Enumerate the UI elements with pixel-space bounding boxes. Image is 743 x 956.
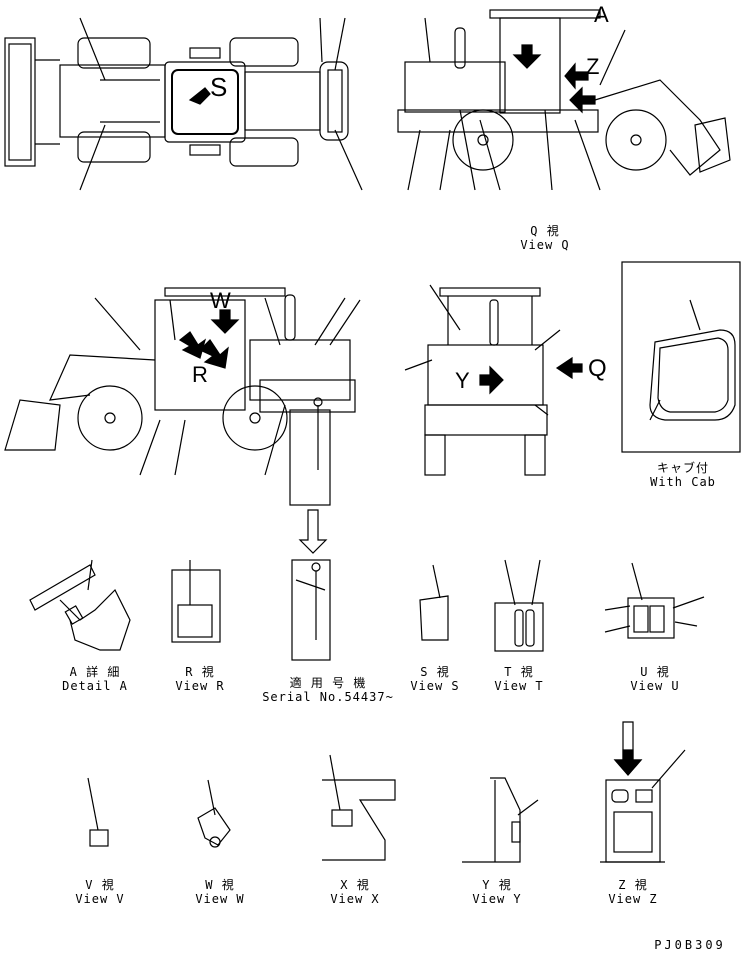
drawing-code: PJ0B309: [654, 938, 726, 952]
callout-w: W: [210, 288, 231, 313]
view-s-sketch: [419, 564, 449, 641]
left-side-view-machine: [4, 287, 361, 506]
right-side-view-machine: [397, 9, 731, 191]
view-y-sketch: [462, 777, 539, 863]
callout-a: A: [594, 2, 609, 27]
callout-r: R: [192, 362, 208, 387]
view-v-sketch: [87, 777, 109, 847]
serial-sketch: [291, 559, 331, 661]
serial-arrow: [298, 509, 328, 554]
callout-z: Z: [586, 54, 600, 79]
callout-s: S: [210, 72, 228, 102]
view-t-sketch: [494, 559, 544, 652]
with-cab-panel: [621, 261, 741, 453]
callout-q: Q: [588, 355, 607, 382]
view-x-sketch: [322, 754, 396, 861]
callout-y: Y: [455, 368, 470, 393]
view-w-sketch: [197, 779, 231, 848]
top-view-machine: [4, 17, 363, 191]
detail-a-sketch: [29, 559, 131, 651]
view-u-sketch: [604, 562, 705, 639]
view-r-sketch: [171, 560, 221, 643]
view-z-sketch: [600, 721, 686, 863]
rear-view-machine: [404, 284, 583, 476]
